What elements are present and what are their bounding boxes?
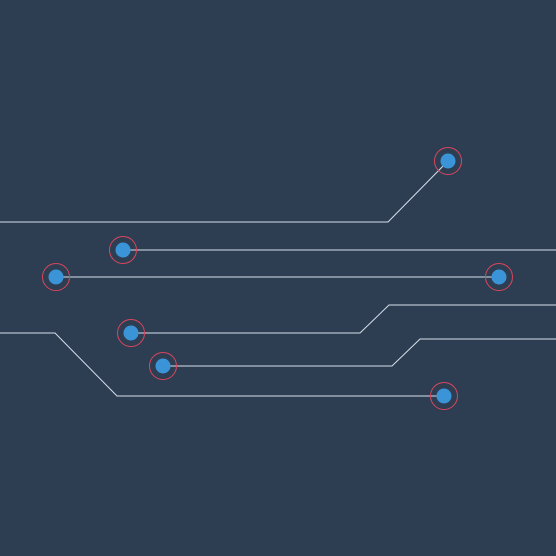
traces-group — [0, 160, 556, 397]
node-6-ring — [149, 352, 177, 380]
node-3-ring — [42, 263, 70, 291]
node-6 — [149, 352, 177, 380]
node-7-dot — [436, 388, 452, 404]
node-6-dot — [155, 358, 171, 374]
node-5-ring — [117, 319, 145, 347]
node-7-ring — [430, 382, 458, 410]
node-4 — [485, 263, 513, 291]
node-3-dot — [48, 269, 64, 285]
node-2-ring — [109, 236, 137, 264]
node-1-ring — [434, 147, 462, 175]
node-4-ring — [485, 263, 513, 291]
node-1-dot — [440, 153, 456, 169]
node-5-dot — [123, 325, 139, 341]
node-1 — [434, 147, 462, 175]
node-2-dot — [115, 242, 131, 258]
node-3 — [42, 263, 70, 291]
node-2 — [109, 236, 137, 264]
node-5 — [117, 319, 145, 347]
trace-5 — [163, 338, 556, 367]
trace-6 — [0, 332, 444, 397]
trace-4 — [131, 304, 556, 334]
node-4-dot — [491, 269, 507, 285]
node-7 — [430, 382, 458, 410]
trace-1 — [0, 160, 449, 223]
nodes-group — [42, 147, 513, 410]
